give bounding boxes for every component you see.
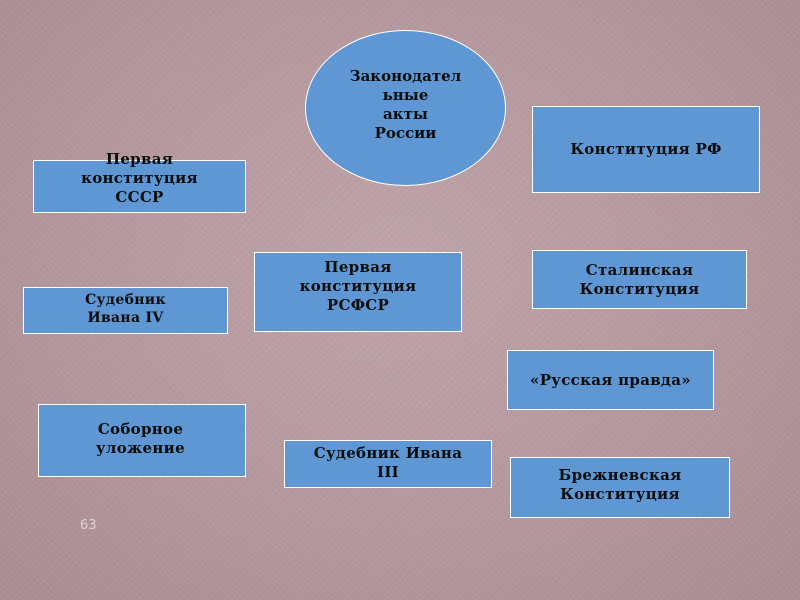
box-konstitutsiya-rf-label: Конституция РФ: [570, 140, 722, 158]
box-sudebnik-ivana-iv-label: Судебник Ивана IV: [85, 292, 166, 326]
box-pervaya-konstitutsiya-sssr-label: Первая конституция СССР: [81, 150, 198, 206]
page-number: 63: [80, 518, 97, 533]
center-ellipse-label: Законодател ьные акты России: [349, 67, 462, 142]
box-russkaya-pravda: «Русская правда»: [507, 350, 714, 410]
box-brezhnevskaya-konstitutsiya: Брежневская Конституция: [510, 457, 730, 518]
box-sobornoe-ulozhenie: Соборное уложение: [38, 404, 246, 477]
box-stalinskaya-konstitutsiya: Сталинская Конституция: [532, 250, 747, 309]
box-pervaya-konstitutsiya-rsfsr-label: Первая конституция РСФСР: [299, 258, 417, 314]
box-sobornoe-ulozhenie-label: Соборное уложение: [96, 420, 185, 457]
box-pervaya-konstitutsiya-sssr: Первая конституция СССР: [33, 150, 246, 213]
box-sudebnik-ivana-iii-label: Судебник Ивана III: [313, 444, 463, 481]
box-stalinskaya-konstitutsiya-label: Сталинская Конституция: [579, 261, 700, 298]
box-pervaya-konstitutsiya-rsfsr: Первая конституция РСФСР: [254, 252, 462, 332]
box-konstitutsiya-rf: Конституция РФ: [532, 106, 760, 193]
box-brezhnevskaya-konstitutsiya-label: Брежневская Конституция: [558, 466, 682, 503]
box-russkaya-pravda-label: «Русская правда»: [530, 371, 691, 389]
box-sudebnik-ivana-iv: Судебник Ивана IV: [23, 287, 228, 334]
box-sudebnik-ivana-iii: Судебник Ивана III: [284, 440, 492, 488]
center-ellipse: Законодател ьные акты России: [305, 30, 506, 186]
